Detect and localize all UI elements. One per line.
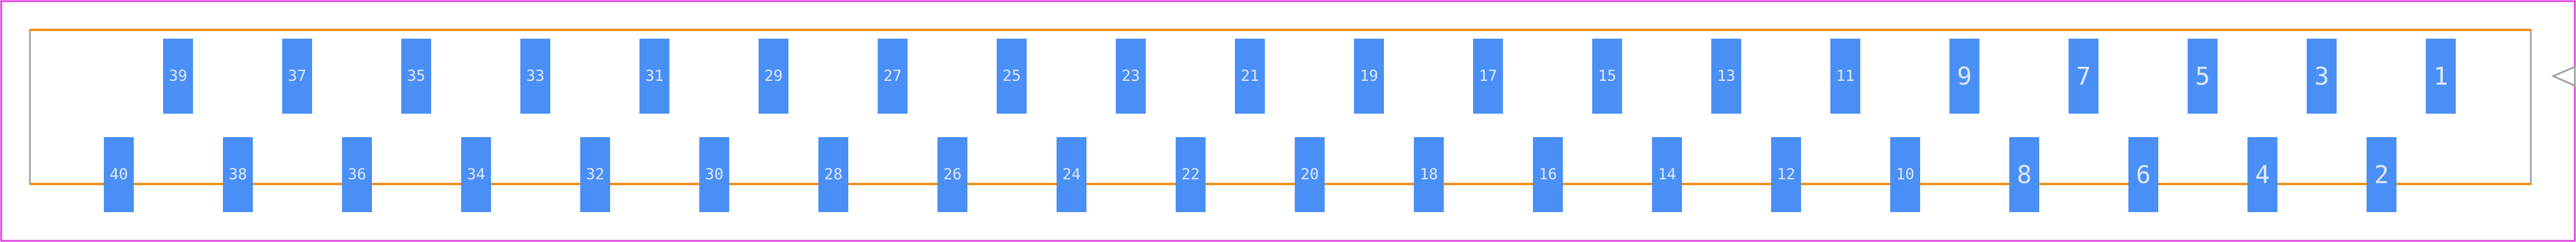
- pad-17: [1473, 39, 1503, 114]
- pad-11: [1830, 39, 1860, 114]
- top_row-pad-label: 3: [2314, 62, 2329, 91]
- pad-9: [1949, 39, 1979, 114]
- top_row-pad-label: 29: [764, 67, 783, 85]
- bottom_row-pad-label: 20: [1301, 166, 1319, 183]
- pad-22: [1176, 137, 1206, 212]
- pad-25: [997, 39, 1027, 114]
- top_row-pad-label: 15: [1598, 67, 1616, 85]
- top_row-pad-label: 33: [526, 67, 544, 85]
- pad-14: [1652, 137, 1682, 212]
- pad-7: [2069, 39, 2098, 114]
- top_row-pad-label: 1: [2433, 62, 2448, 91]
- pad-32: [580, 137, 610, 212]
- top_row-pad-label: 39: [169, 67, 187, 85]
- pad-2: [2367, 137, 2396, 212]
- pad-23: [1116, 39, 1146, 114]
- bottom_row-pad-label: 16: [1539, 166, 1557, 183]
- pad-36: [342, 137, 372, 212]
- top_row-pad-label: 5: [2195, 62, 2210, 91]
- pad-26: [937, 137, 967, 212]
- pin1-triangle-left-icon: [2551, 65, 2576, 87]
- bottom_row-pad-label: 12: [1777, 166, 1795, 183]
- pad-34: [461, 137, 491, 212]
- bottom_row-pad-label: 38: [229, 166, 247, 183]
- bottom_row-pad-label: 10: [1896, 166, 1914, 183]
- top_row-pad-label: 31: [645, 67, 664, 85]
- top_row-pad-label: 35: [407, 67, 425, 85]
- bottom_row-pad-label: 32: [586, 166, 604, 183]
- top_row-pad-label: 23: [1122, 67, 1140, 85]
- top_row-pad-label: 25: [1003, 67, 1021, 85]
- pad-1: [2426, 39, 2456, 114]
- pad-10: [1890, 137, 1920, 212]
- top_row-pad-label: 17: [1479, 67, 1497, 85]
- pad-29: [759, 39, 788, 114]
- top_row-pad-label: 21: [1241, 67, 1259, 85]
- bottom_row-pad-label: 30: [705, 166, 723, 183]
- pad-18: [1414, 137, 1444, 212]
- bottom_row-pad-label: 4: [2255, 161, 2270, 189]
- pad-30: [699, 137, 729, 212]
- pad-33: [520, 39, 550, 114]
- pad-28: [818, 137, 848, 212]
- top_row-pad-label: 19: [1360, 67, 1378, 85]
- pad-12: [1771, 137, 1801, 212]
- pad-15: [1592, 39, 1622, 114]
- pad-20: [1295, 137, 1325, 212]
- bottom_row-pad-label: 6: [2136, 161, 2151, 189]
- top_row-pad-label: 37: [288, 67, 306, 85]
- top_row-pad-label: 7: [2076, 62, 2091, 91]
- pad-13: [1711, 39, 1741, 114]
- bottom_row-pad-label: 28: [824, 166, 842, 183]
- bottom_row-pad-label: 14: [1658, 166, 1676, 183]
- pad-38: [223, 137, 253, 212]
- pad-21: [1235, 39, 1265, 114]
- pad-8: [2009, 137, 2039, 212]
- pad-4: [2247, 137, 2277, 212]
- pad-5: [2188, 39, 2218, 114]
- pad-40: [104, 137, 134, 212]
- bottom_row-pad-label: 34: [467, 166, 485, 183]
- pad-37: [282, 39, 312, 114]
- top_row-pad-label: 9: [1957, 62, 1972, 91]
- top_row-pad-label: 11: [1836, 67, 1854, 85]
- pad-31: [639, 39, 669, 114]
- pad-39: [163, 39, 193, 114]
- top_row-pad-label: 27: [884, 67, 902, 85]
- bottom_row-pad-label: 40: [110, 166, 128, 183]
- bottom_row-pad-label: 24: [1062, 166, 1081, 183]
- bottom_row-pad-label: 2: [2374, 161, 2389, 189]
- pad-16: [1533, 137, 1563, 212]
- pad-3: [2307, 39, 2337, 114]
- pad-35: [401, 39, 431, 114]
- bottom_row-pad-label: 18: [1420, 166, 1438, 183]
- bottom_row-pad-label: 22: [1182, 166, 1200, 183]
- pad-19: [1354, 39, 1384, 114]
- pad-27: [878, 39, 908, 114]
- bottom_row-pad-label: 36: [348, 166, 366, 183]
- top_row-pad-label: 13: [1717, 67, 1735, 85]
- pad-24: [1057, 137, 1086, 212]
- bottom_row-pad-label: 8: [2017, 161, 2032, 189]
- pad-6: [2128, 137, 2158, 212]
- bottom_row-pad-label: 26: [943, 166, 962, 183]
